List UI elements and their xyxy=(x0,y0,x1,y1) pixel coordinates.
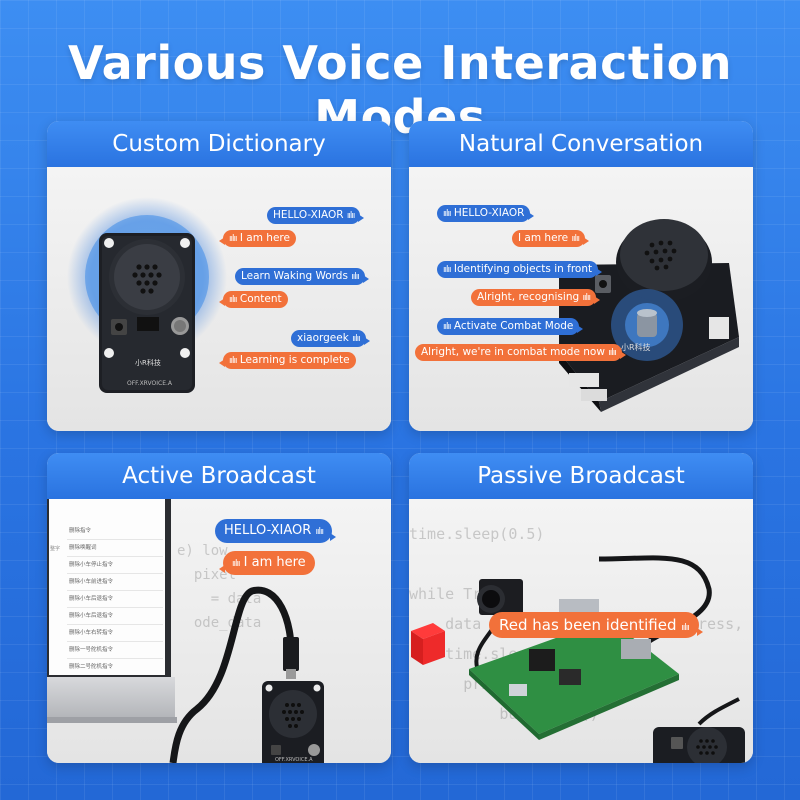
sound-wave-icon: ıılıı xyxy=(582,293,590,303)
sound-wave-icon: ıılıı xyxy=(571,234,579,244)
chat-bubble-user: xiaorgeek ıılıı xyxy=(291,330,370,347)
panel-natural-conversation: Natural Conversation xyxy=(409,121,753,431)
panel-heading: Active Broadcast xyxy=(47,453,391,499)
panel-body: 小R科技 ıılıı HELLO-XIAOR I am here ıılıı ı… xyxy=(409,167,753,431)
sound-wave-icon: ıılıı xyxy=(346,211,355,221)
sound-wave-icon: ıılıı xyxy=(443,265,451,275)
sound-wave-icon: ıılıı xyxy=(351,272,359,282)
chat-bubble-user: Learn Waking Words ıılıı xyxy=(235,268,369,285)
chat-bubble-user: HELLO-XIAOR ıılıı xyxy=(215,519,336,543)
panel-passive-broadcast: Passive Broadcast time.sleep(0.5) while … xyxy=(409,453,753,763)
chat-bubble-device: I am here ıılıı xyxy=(512,230,589,247)
chat-bubble-device: ıılıı I am here xyxy=(219,551,315,575)
voice-module-illustration: 小R科技 xyxy=(559,219,739,412)
sound-wave-icon: ıılıı xyxy=(608,348,616,358)
chat-bubble-user: ıılıı Activate Combat Mode xyxy=(437,318,584,335)
panel-heading: Natural Conversation xyxy=(409,121,753,167)
speaker-icon xyxy=(696,739,718,755)
list-item: 删除一号舵机指令 xyxy=(67,642,163,659)
list-item: 删除指令 xyxy=(67,523,163,540)
panel-active-broadcast: Active Broadcast e) low pixel = data ode… xyxy=(47,453,391,763)
laptop-edge xyxy=(47,717,177,723)
panel-heading: Custom Dictionary xyxy=(47,121,391,167)
laptop-screen: 整字 删除指令删除唤醒词删除小车停止指令删除小车前进指令删除小车后退指令删除小车… xyxy=(47,499,171,677)
chat-bubble-user: ıılıı HELLO-XIAOR xyxy=(437,205,535,222)
chat-bubble-device: Alright, recognising ıılıı xyxy=(471,289,600,306)
voice-module-illustration: 小R科技 OFF.XRVOICE.A xyxy=(67,197,227,393)
list-item: 删除小车停止指令 xyxy=(67,557,163,574)
chat-bubble-device: Red has been identified ıılıı xyxy=(489,612,703,638)
chat-bubble-device: ıılıı Learning is complete xyxy=(219,352,356,369)
voice-module-illustration: OFF.XRVOICE.A xyxy=(169,586,324,763)
svg-text:小R科技: 小R科技 xyxy=(621,342,651,352)
speaker-icon xyxy=(282,703,304,728)
list-side-label: 整字 xyxy=(50,546,61,552)
chat-bubble-device: ıılıı Content xyxy=(219,291,288,308)
speaker-icon xyxy=(644,240,677,271)
sound-wave-icon: ıılıı xyxy=(352,334,360,344)
sound-wave-icon: ıılıı xyxy=(229,356,237,366)
chat-bubble-device: ıılıı I am here xyxy=(219,230,296,247)
panel-body: e) low pixel = data ode_data 整字 删除指令删除唤醒… xyxy=(47,499,391,763)
svg-text:OFF.XRVOICE.A: OFF.XRVOICE.A xyxy=(127,380,173,387)
sound-wave-icon: ıılıı xyxy=(681,623,689,633)
page-title: Various Voice Interaction Modes xyxy=(68,36,732,144)
panel-custom-dictionary: Custom Dictionary xyxy=(47,121,391,431)
svg-text:OFF.XRVOICE.A: OFF.XRVOICE.A xyxy=(275,757,313,763)
panel-heading: Passive Broadcast xyxy=(409,453,753,499)
list-item: 删除小车前进指令 xyxy=(67,574,163,591)
sound-wave-icon: ıılıı xyxy=(232,559,240,569)
list-item: 删除二号舵机指令 xyxy=(67,659,163,675)
list-item: 删除小车后退指令 xyxy=(67,608,163,625)
software-list: 整字 删除指令删除唤醒词删除小车停止指令删除小车前进指令删除小车后退指令删除小车… xyxy=(49,499,165,675)
chat-bubble-device: Alright, we're in combat mode now ıılıı xyxy=(415,344,626,361)
svg-text:小R科技: 小R科技 xyxy=(135,358,161,367)
sound-wave-icon: ıılıı xyxy=(443,209,451,219)
sound-wave-icon: ıılıı xyxy=(443,322,451,332)
sound-wave-icon: ıılıı xyxy=(229,295,237,305)
list-item: 删除小车右转指令 xyxy=(67,625,163,642)
list-item: 删除小车后退指令 xyxy=(67,591,163,608)
laptop-keyboard xyxy=(47,677,175,717)
list-item: 删除唤醒词 xyxy=(67,540,163,557)
sound-wave-icon: ıılıı xyxy=(229,234,237,244)
raspberry-pi-illustration xyxy=(411,555,745,763)
speaker-icon xyxy=(132,264,162,294)
panel-body: time.sleep(0.5) while True: data = bus.r… xyxy=(409,499,753,763)
chat-bubble-user: ıılıı Identifying objects in front xyxy=(437,261,603,278)
chat-bubble-user: HELLO-XIAOR ıılıı xyxy=(267,207,365,224)
panel-body: 小R科技 OFF.XRVOICE.A HELLO-XIAOR ıılıı ııl… xyxy=(47,167,391,431)
sound-wave-icon: ıılıı xyxy=(315,527,323,537)
